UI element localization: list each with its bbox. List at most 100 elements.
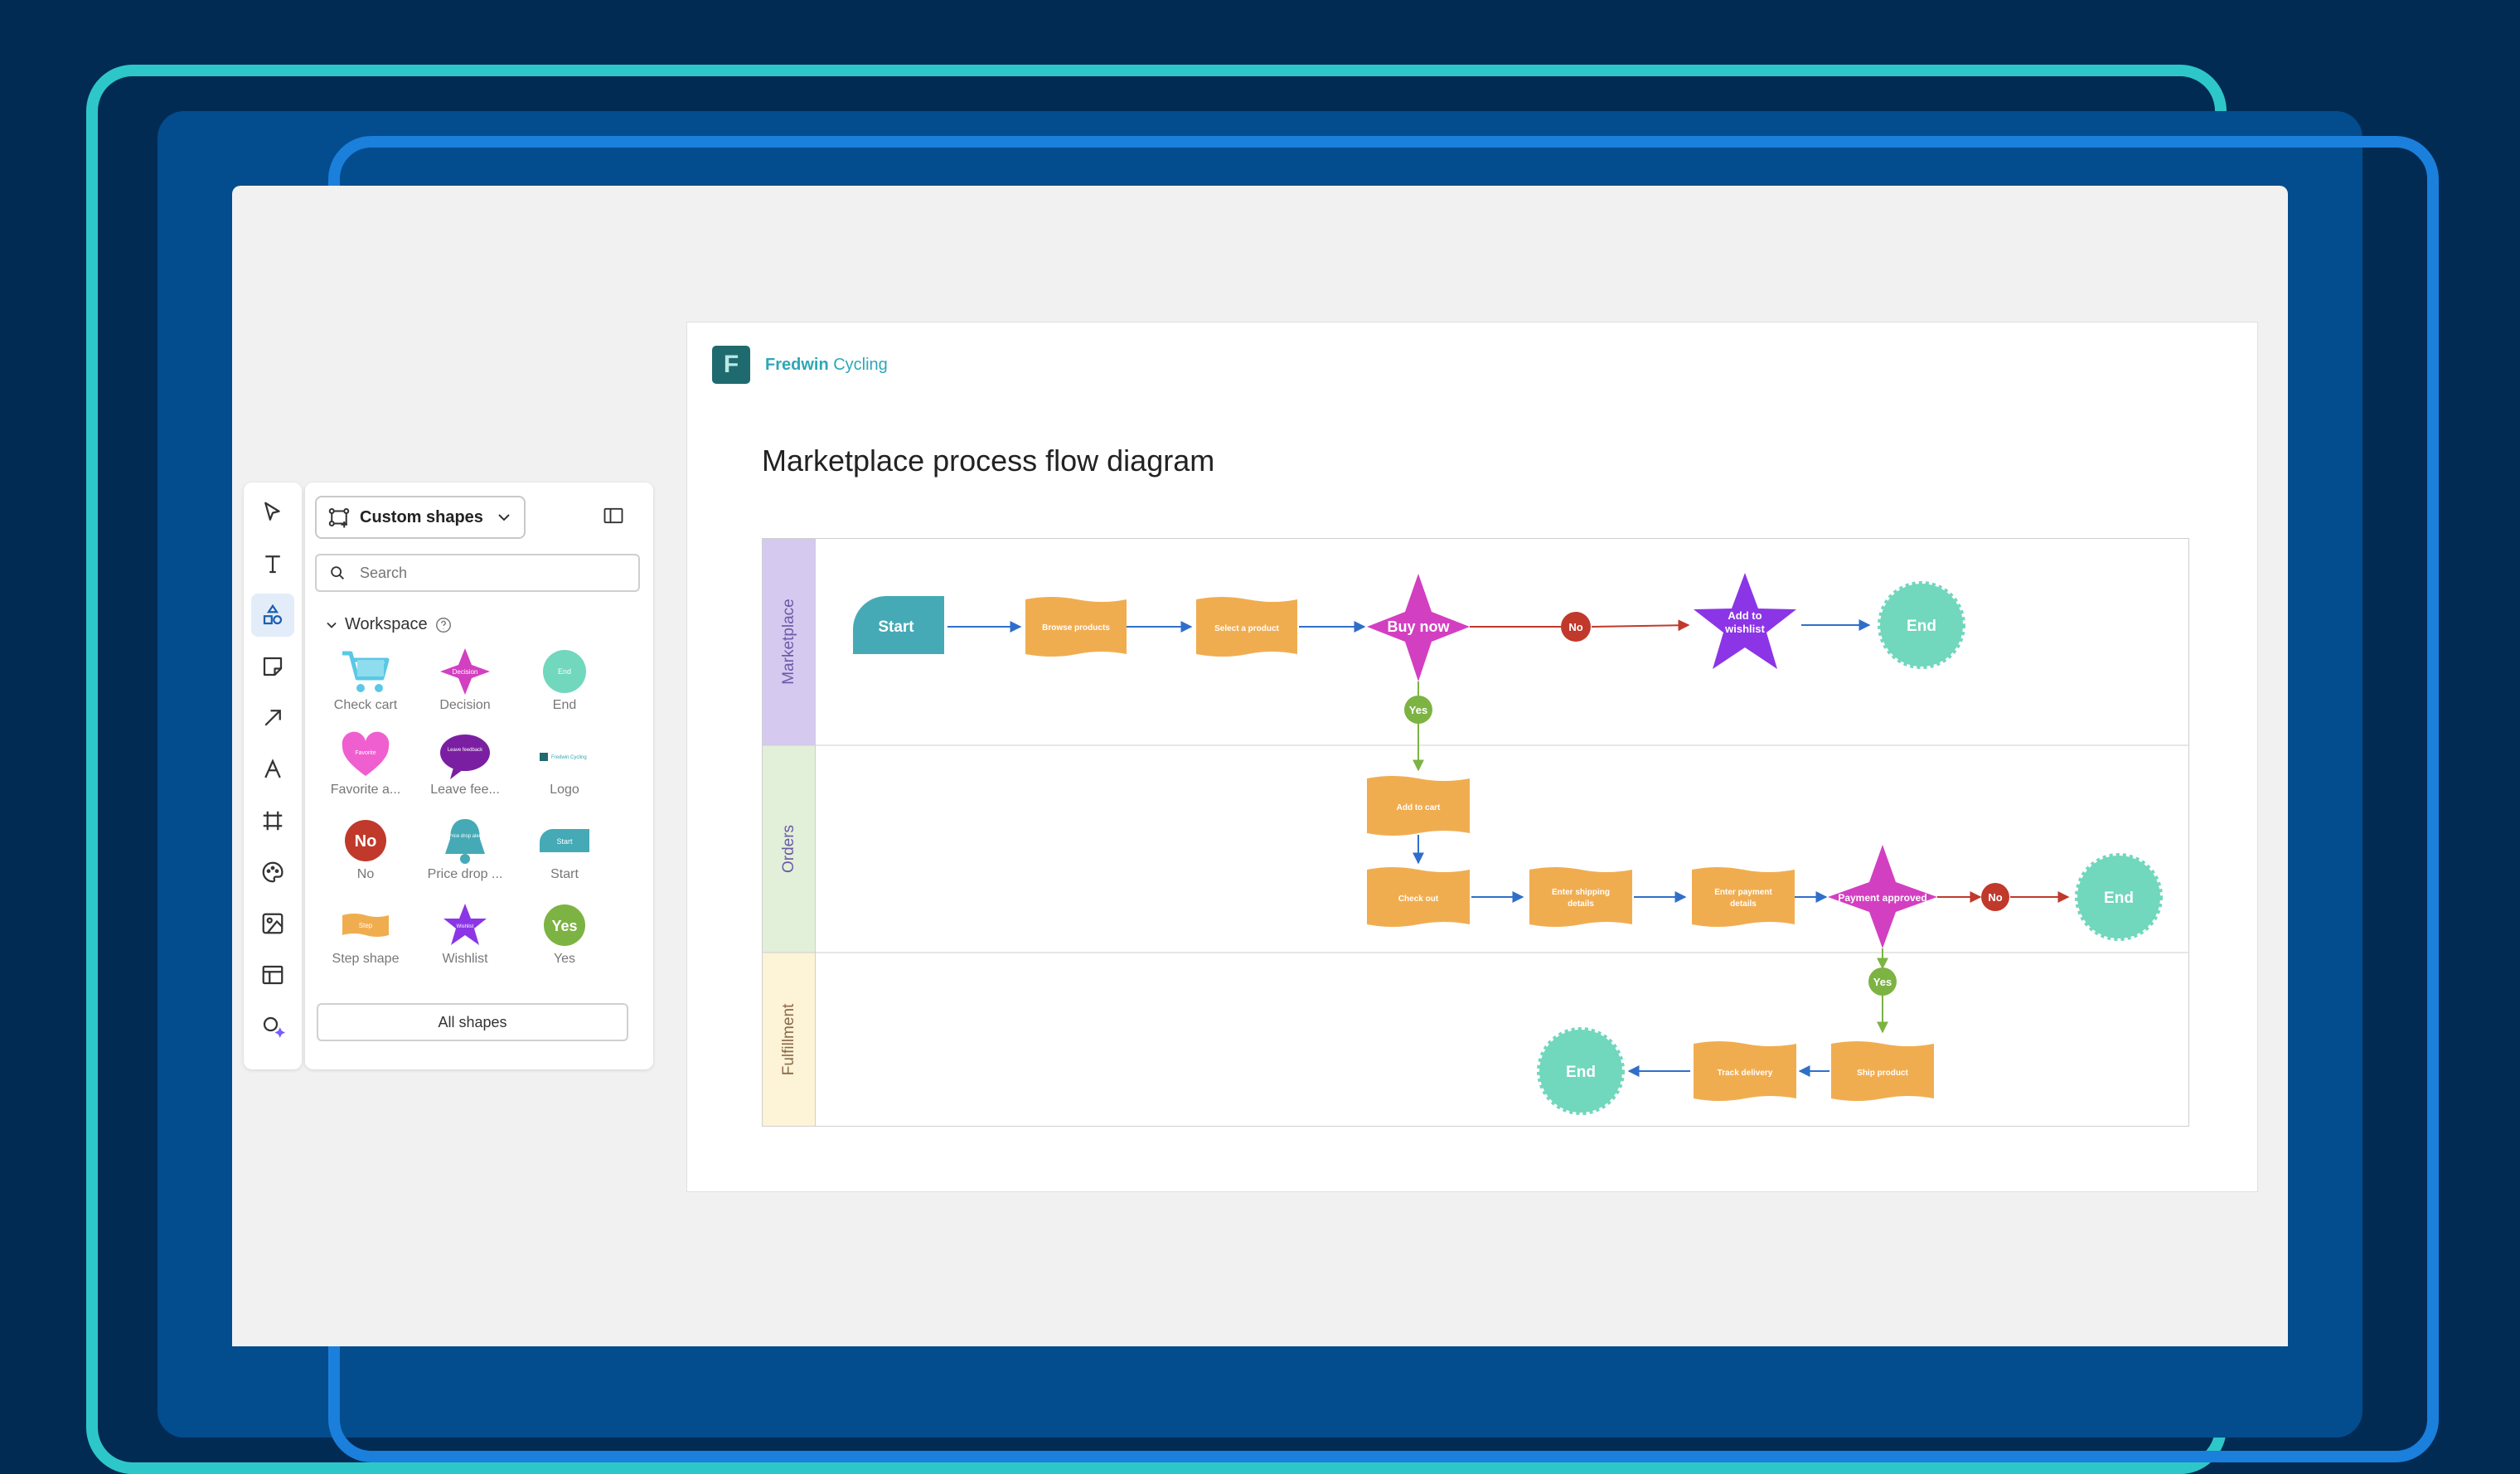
star-icon: Wishlist [443, 904, 487, 945]
lane-label-marketplace: Marketplace [780, 599, 797, 685]
node-enter-payment[interactable]: Enter payment details [1692, 867, 1795, 927]
node-select-product[interactable]: Select a product [1196, 597, 1297, 657]
svg-text:Leave feedback: Leave feedback [448, 748, 483, 753]
shapes-panel: Custom shapes Workspace Check cart Decis… [305, 482, 653, 1069]
shape-start[interactable]: Start Start [519, 814, 610, 897]
svg-text:End: End [1907, 618, 1936, 635]
svg-text:Enter shipping: Enter shipping [1552, 888, 1610, 897]
shape-favorite[interactable]: Favorite Favorite a... [320, 730, 411, 812]
node-start[interactable]: Start [853, 596, 944, 654]
node-no-1[interactable]: No [1561, 612, 1591, 642]
svg-text:Payment approved: Payment approved [1838, 892, 1926, 904]
svg-text:Yes: Yes [1873, 976, 1892, 988]
sticky-note-icon[interactable] [251, 645, 294, 688]
text-icon[interactable] [251, 542, 294, 585]
shape-no[interactable]: No No [320, 814, 411, 897]
svg-text:Fredwin Cycling: Fredwin Cycling [551, 755, 587, 760]
sparkle-icon[interactable] [251, 1005, 294, 1048]
end-seal-shape: End [543, 650, 586, 693]
custom-shapes-dropdown[interactable]: Custom shapes [315, 496, 526, 539]
node-add-to-cart[interactable]: Add to cart [1367, 776, 1470, 836]
svg-text:Start: Start [878, 618, 914, 636]
process-flow-diagram: Marketplace Orders Fulfillment [762, 538, 2189, 1127]
chevron-down-icon [498, 514, 510, 521]
node-add-to-wishlist[interactable]: Add to wishlist [1694, 573, 1796, 669]
image-icon[interactable] [251, 902, 294, 945]
dropdown-label: Custom shapes [360, 507, 483, 526]
speech-bubble-icon: Leave feedback [440, 735, 490, 779]
node-no-2[interactable]: No [1981, 883, 2009, 911]
svg-text:No: No [1988, 891, 2002, 904]
svg-text:details: details [1568, 899, 1594, 909]
svg-text:Browse products: Browse products [1042, 623, 1110, 633]
decision-star-shape: Decision [440, 648, 490, 695]
layout-icon[interactable] [251, 953, 294, 996]
step-shape: Step [342, 914, 389, 937]
shapes-icon[interactable] [251, 594, 294, 637]
brand-logo: F [712, 346, 750, 384]
svg-text:Add to cart: Add to cart [1397, 803, 1441, 812]
frame-icon[interactable] [251, 799, 294, 842]
brand-name: Fredwin Cycling [765, 355, 888, 374]
lane-label-orders: Orders [780, 825, 797, 873]
brand-logo-thumbnail: Fredwin Cycling [540, 753, 587, 761]
svg-text:End: End [558, 667, 571, 676]
app-window: Custom shapes Workspace Check cart Decis… [232, 186, 2288, 1346]
lane-fulfillment [762, 952, 816, 1127]
shape-decision[interactable]: Decision Decision [419, 645, 511, 728]
svg-text:Step: Step [359, 922, 373, 929]
svg-text:Start: Start [556, 837, 573, 846]
svg-text:Track delivery: Track delivery [1718, 1069, 1773, 1078]
shape-leave-feedback[interactable]: Leave feedback Leave fee... [419, 730, 511, 812]
svg-text:End: End [1566, 1064, 1596, 1081]
node-end-2[interactable]: End [2075, 853, 2163, 941]
brand-header: F Fredwin Cycling [712, 346, 888, 384]
help-icon[interactable] [434, 616, 453, 634]
all-shapes-button[interactable]: All shapes [317, 1003, 628, 1041]
collapse-panel-icon[interactable] [602, 504, 628, 531]
node-payment-approved-decision[interactable]: Payment approved [1828, 845, 1937, 948]
svg-text:No: No [1568, 621, 1582, 633]
pointer-icon[interactable] [251, 491, 294, 534]
shape-step[interactable]: Step Step shape [320, 899, 411, 982]
yes-circle-shape: Yes [544, 904, 585, 946]
shape-price-drop[interactable]: Price drop alert Price drop ... [419, 814, 511, 897]
node-yes-1[interactable]: Yes [1404, 696, 1432, 724]
node-check-out[interactable]: Check out [1367, 867, 1470, 927]
arrow-icon[interactable] [251, 696, 294, 739]
board-document: F Fredwin Cycling Marketplace process fl… [686, 322, 2258, 1192]
node-buy-now-decision[interactable]: Buy now [1367, 574, 1470, 681]
node-end-1[interactable]: End [1878, 581, 1965, 669]
shape-end[interactable]: End End [519, 645, 610, 728]
svg-text:Price drop alert: Price drop alert [448, 834, 482, 839]
workspace-section[interactable]: Workspace [323, 615, 453, 634]
shopping-cart-icon [342, 651, 390, 692]
page-title: Marketplace process flow diagram [762, 444, 1215, 478]
shape-search [315, 554, 640, 592]
palette-icon[interactable] [251, 851, 294, 894]
node-ship-product[interactable]: Ship product [1831, 1041, 1934, 1101]
node-enter-shipping[interactable]: Enter shipping details [1529, 867, 1632, 927]
node-track-delivery[interactable]: Track delivery [1694, 1041, 1796, 1101]
shape-yes[interactable]: Yes Yes [519, 899, 610, 982]
search-icon [331, 566, 344, 579]
node-yes-2[interactable]: Yes [1868, 967, 1897, 996]
start-shape: Start [540, 829, 589, 852]
bell-icon: Price drop alert [445, 819, 485, 864]
node-end-3[interactable]: End [1537, 1027, 1625, 1115]
svg-text:No: No [355, 832, 377, 851]
svg-text:Select a product: Select a product [1214, 624, 1279, 633]
shape-logo[interactable]: Fredwin Cycling Logo [519, 730, 610, 812]
svg-text:Yes: Yes [551, 918, 577, 934]
svg-text:Enter payment: Enter payment [1714, 888, 1772, 897]
shape-wishlist[interactable]: Wishlist Wishlist [419, 899, 511, 982]
svg-text:wishlist: wishlist [1724, 623, 1765, 635]
pen-icon[interactable] [251, 748, 294, 791]
node-browse-products[interactable]: Browse products [1025, 597, 1127, 657]
svg-text:Check out: Check out [1398, 895, 1439, 904]
svg-text:Buy now: Buy now [1388, 618, 1451, 635]
svg-text:End: End [2104, 890, 2134, 907]
search-input[interactable] [358, 563, 627, 583]
shape-check-cart[interactable]: Check cart [320, 645, 411, 728]
svg-text:Decision: Decision [453, 668, 478, 676]
